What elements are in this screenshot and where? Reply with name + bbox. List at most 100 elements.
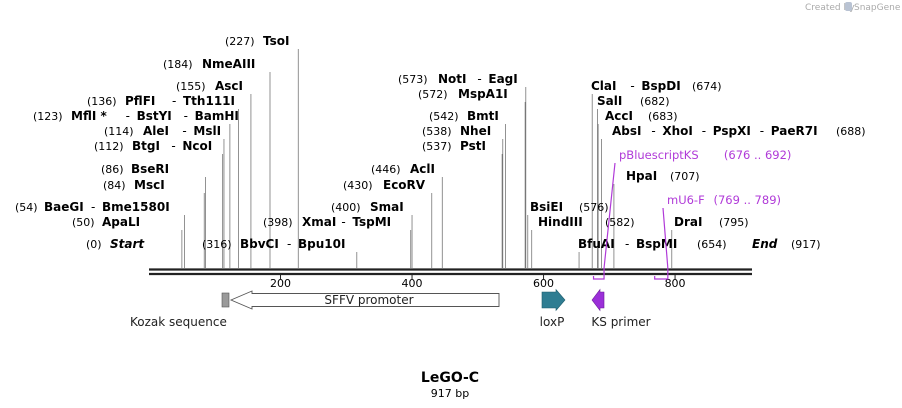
enzyme-name: BbvCI bbox=[240, 237, 279, 251]
credit-brand: SnapGene bbox=[854, 3, 901, 13]
site-baegi[interactable]: (54)BaeGI-Bme1580I bbox=[15, 200, 170, 214]
site-xmai[interactable]: (398)XmaI-TspMI bbox=[263, 215, 391, 229]
primers: pBluescriptKS(676 .. 692)mU6-F (769 .. 78… bbox=[592, 148, 792, 280]
site-position: (707) bbox=[670, 170, 700, 183]
site-tsoi[interactable]: (227)TsoI bbox=[225, 34, 289, 48]
name-separator: - bbox=[477, 72, 481, 86]
site-nhei[interactable]: (538)NheI bbox=[422, 124, 491, 138]
site-position: (795) bbox=[719, 216, 749, 229]
site-position: (0) bbox=[86, 238, 102, 251]
enzyme-name: EagI bbox=[488, 72, 517, 86]
primer-mu6f[interactable]: mU6-F (769 .. 789) bbox=[654, 193, 782, 280]
site-position: (538) bbox=[422, 125, 452, 138]
site-psti[interactable]: (537)PstI bbox=[422, 139, 486, 153]
enzyme-name: BaeGI bbox=[44, 200, 84, 214]
site-leader-lines bbox=[181, 49, 673, 268]
site-mfli[interactable]: (123)MflI *-BstYI-BamHI bbox=[33, 109, 239, 123]
site-position: (446) bbox=[371, 163, 401, 176]
site-ecorv[interactable]: (430)EcoRV bbox=[343, 178, 426, 192]
site-bsiei[interactable]: (576)BsiEI bbox=[530, 200, 609, 214]
enzyme-name: ClaI bbox=[591, 79, 616, 93]
enzyme-name: AbsI bbox=[612, 124, 641, 138]
primer-arrow bbox=[592, 162, 616, 280]
plasmid-name: LeGO-C bbox=[421, 370, 479, 386]
enzyme-name: BsiEI bbox=[530, 200, 563, 214]
map-title: LeGO-C 917 bp bbox=[421, 370, 479, 400]
name-separator: - bbox=[171, 139, 175, 153]
enzyme-name: SmaI bbox=[370, 200, 404, 214]
loxp-label: loxP bbox=[540, 315, 565, 329]
site-position: (688) bbox=[836, 125, 866, 138]
enzyme-name: MspA1I bbox=[458, 87, 508, 101]
enzyme-name: PaeR7I bbox=[771, 124, 818, 138]
enzyme-name: BstYI bbox=[137, 109, 172, 123]
name-separator: - bbox=[182, 124, 186, 138]
features: Kozak sequence SFFV promoter loxP KS pri… bbox=[130, 288, 651, 329]
site-absi[interactable]: (688)AbsI-XhoI-PspXI-PaeR7I bbox=[612, 124, 866, 138]
name-separator: - bbox=[172, 94, 176, 108]
site-position: (316) bbox=[202, 238, 232, 251]
credit-prefix: Created by bbox=[805, 3, 855, 13]
enzyme-name: BfuAI bbox=[578, 237, 615, 251]
enzyme-name: BspDI bbox=[641, 79, 680, 93]
loxp-arrow[interactable] bbox=[541, 288, 566, 312]
site-noti[interactable]: (573)NotI-EagI bbox=[398, 72, 518, 86]
tick-label: 200 bbox=[270, 277, 291, 290]
site-acli[interactable]: (446)AclI bbox=[371, 162, 435, 176]
primer-pbluescriptks[interactable]: pBluescriptKS(676 .. 692) bbox=[592, 148, 792, 280]
site-alei[interactable]: (114)AleI-MslI bbox=[104, 124, 221, 138]
enzyme-name: TspMI bbox=[352, 215, 391, 229]
enzyme-name: Tth111I bbox=[183, 94, 235, 108]
site-position: (674) bbox=[692, 80, 722, 93]
site-position: (682) bbox=[640, 95, 670, 108]
site-position: (572) bbox=[418, 88, 448, 101]
ks-primer-label: KS primer bbox=[591, 315, 650, 329]
enzyme-name: NmeAIII bbox=[202, 57, 255, 71]
site-position: (114) bbox=[104, 125, 134, 138]
site-position: (917) bbox=[791, 238, 821, 251]
site-apali[interactable]: (50)ApaLI bbox=[72, 215, 140, 229]
site-bfuai[interactable]: (654)BfuAI-BspMI bbox=[578, 237, 727, 251]
plasmid-length: 917 bp bbox=[431, 387, 469, 400]
site-bbvci[interactable]: (316) BbvCI-Bpu10I bbox=[202, 237, 345, 251]
enzyme-name: NotI bbox=[438, 72, 467, 86]
site-clai[interactable]: (674) ClaI-BspDI bbox=[591, 79, 722, 93]
enzyme-name: ApaLI bbox=[102, 215, 140, 229]
name-separator: - bbox=[287, 237, 291, 251]
site-hindiii[interactable]: (582)HindIII bbox=[538, 215, 635, 229]
name-separator: - bbox=[760, 124, 764, 138]
name-separator: - bbox=[625, 237, 629, 251]
site-end[interactable]: (917) End bbox=[752, 237, 821, 251]
enzyme-name: AleI bbox=[143, 124, 169, 138]
site-acci[interactable]: (683)AccI bbox=[605, 109, 678, 123]
name-separator: - bbox=[91, 200, 95, 214]
enzyme-name: MscI bbox=[134, 178, 165, 192]
primer-name: mU6-F bbox=[667, 193, 705, 207]
site-msci[interactable]: (84)MscI bbox=[103, 178, 165, 192]
site-nmeaiii[interactable]: (184)NmeAIII bbox=[163, 57, 255, 71]
site-drai[interactable]: (795)DraI bbox=[674, 215, 749, 229]
site-pflfi[interactable]: (136)PflFI-Tth111I bbox=[87, 94, 235, 108]
site-start[interactable]: (0)Start bbox=[86, 237, 145, 251]
enzyme-name: BspMI bbox=[636, 237, 677, 251]
enzyme-name: End bbox=[752, 237, 778, 251]
ks-primer-arrow[interactable] bbox=[591, 288, 605, 312]
site-mspa1i[interactable]: (572) MspA1I bbox=[418, 87, 508, 101]
enzyme-name: Bpu10I bbox=[298, 237, 345, 251]
site-hpai[interactable]: (707)HpaI bbox=[626, 169, 700, 183]
snapgene-logo-icon bbox=[845, 2, 852, 11]
sffv-promoter-arrow[interactable] bbox=[229, 290, 500, 310]
kozak-sequence-box[interactable] bbox=[221, 292, 230, 308]
site-smai[interactable]: (400)SmaI bbox=[331, 200, 404, 214]
primer-range: (769 .. 789) bbox=[714, 193, 782, 207]
enzyme-name: MflI * bbox=[71, 109, 107, 123]
enzyme-name: AccI bbox=[605, 109, 633, 123]
site-bmti[interactable]: (542)BmtI bbox=[429, 109, 499, 123]
primer-arrow bbox=[654, 207, 669, 280]
site-asci[interactable]: (155)AscI bbox=[176, 79, 243, 93]
site-sali[interactable]: (682)SalI bbox=[597, 94, 670, 108]
site-btgi[interactable]: (112)BtgI-NcoI bbox=[94, 139, 212, 153]
name-separator: - bbox=[630, 79, 634, 93]
site-bseri[interactable]: (86)BseRI bbox=[101, 162, 169, 176]
